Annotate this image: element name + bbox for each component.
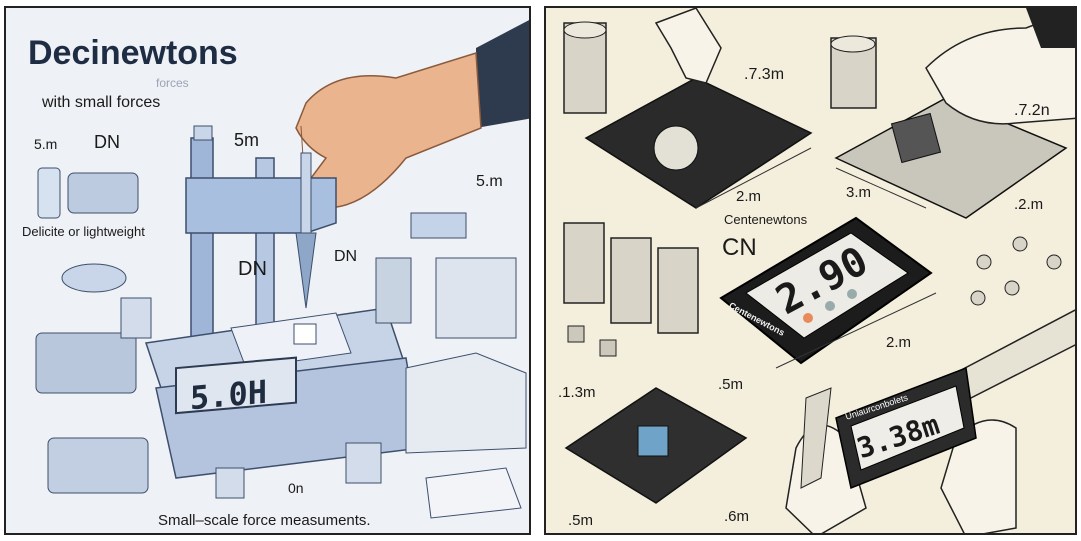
building-and-car (405, 352, 527, 519)
decinewtons-illustration (35, 20, 529, 519)
label-2m-c: 2.m (886, 334, 912, 351)
label-delicate: Delicite or lightweight (22, 224, 145, 239)
hand-illustration (295, 20, 529, 209)
dimension-lines (695, 147, 937, 369)
press-stand (185, 125, 337, 364)
label-5m-d: .5m (718, 376, 744, 393)
label-7-3m: .7.3m (744, 66, 785, 83)
left-title: Decinewtons (28, 34, 238, 72)
label-0n: 0n (288, 480, 304, 496)
label-7-2n: .7.2n (1014, 102, 1050, 119)
label-dn-c: DN (334, 248, 358, 265)
label-2m-b: .2.m (1014, 196, 1044, 213)
label-dn-a: DN (94, 132, 120, 152)
centinewtons-illustration (563, 8, 1075, 533)
label-5m-e: .5m (568, 512, 594, 529)
spool-weights-middle (563, 222, 699, 357)
cn-label: CN (722, 234, 757, 261)
label-5m-a: 5.m (34, 136, 58, 152)
left-subtitle-faded: forces (156, 76, 189, 90)
lab-devices-left (35, 167, 152, 494)
centinewtons-illustration-panel: .7.3m .7.2n 2.m 3.m .2.m Centenewtons CN… (544, 6, 1077, 535)
digital-force-meter (719, 216, 933, 365)
center-label: Centenewtons (724, 212, 808, 227)
label-3m: 3.m (846, 184, 872, 201)
label-6m: .6m (724, 508, 750, 525)
label-1-3m: .1.3m (558, 384, 596, 401)
scale-readout: 5.0H (190, 372, 268, 418)
digital-caliper (800, 309, 1075, 490)
circuit-boards (564, 77, 1068, 504)
label-dn-b: DN (238, 258, 267, 280)
left-subtitle: with small forces (42, 94, 161, 111)
left-caption: Small–scale force measuments. (158, 512, 371, 529)
pin-weights (970, 236, 1062, 306)
decinewtons-illustration-panel: Decinewtons forces with small forces 5.m… (4, 6, 531, 535)
label-5m-c: 5.m (476, 173, 503, 190)
spool-weights-top (563, 21, 877, 114)
label-2m-a: 2.m (736, 188, 762, 205)
label-5m-b: 5m (234, 130, 260, 150)
coil-weights (215, 212, 517, 499)
